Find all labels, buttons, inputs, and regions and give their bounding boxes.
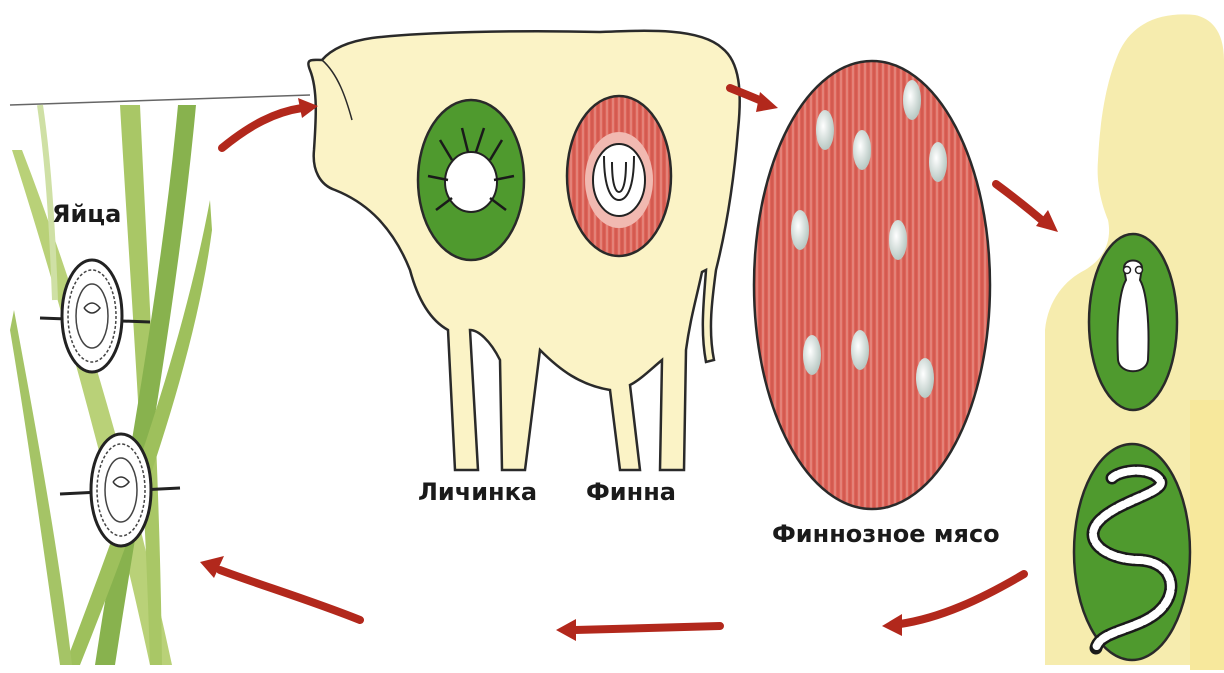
eggs-label: Яйца [52,200,121,228]
scolex-icon [1089,234,1177,410]
larva-icon [418,100,524,260]
arrow-icon [556,619,720,641]
arrow-icon [996,184,1058,232]
finna-label: Финна [586,478,676,506]
grass-icon [10,95,310,665]
arrow-icon [200,556,360,620]
arrow-icon [882,574,1024,636]
finna-icon [567,96,671,256]
cow-icon [308,31,739,470]
meat-icon [754,61,990,509]
larva-label: Личинка [418,478,537,506]
measly-meat-label: Финнозное мясо [772,520,1000,548]
tapeworm-icon [1074,444,1190,660]
arrow-icon [222,98,318,148]
